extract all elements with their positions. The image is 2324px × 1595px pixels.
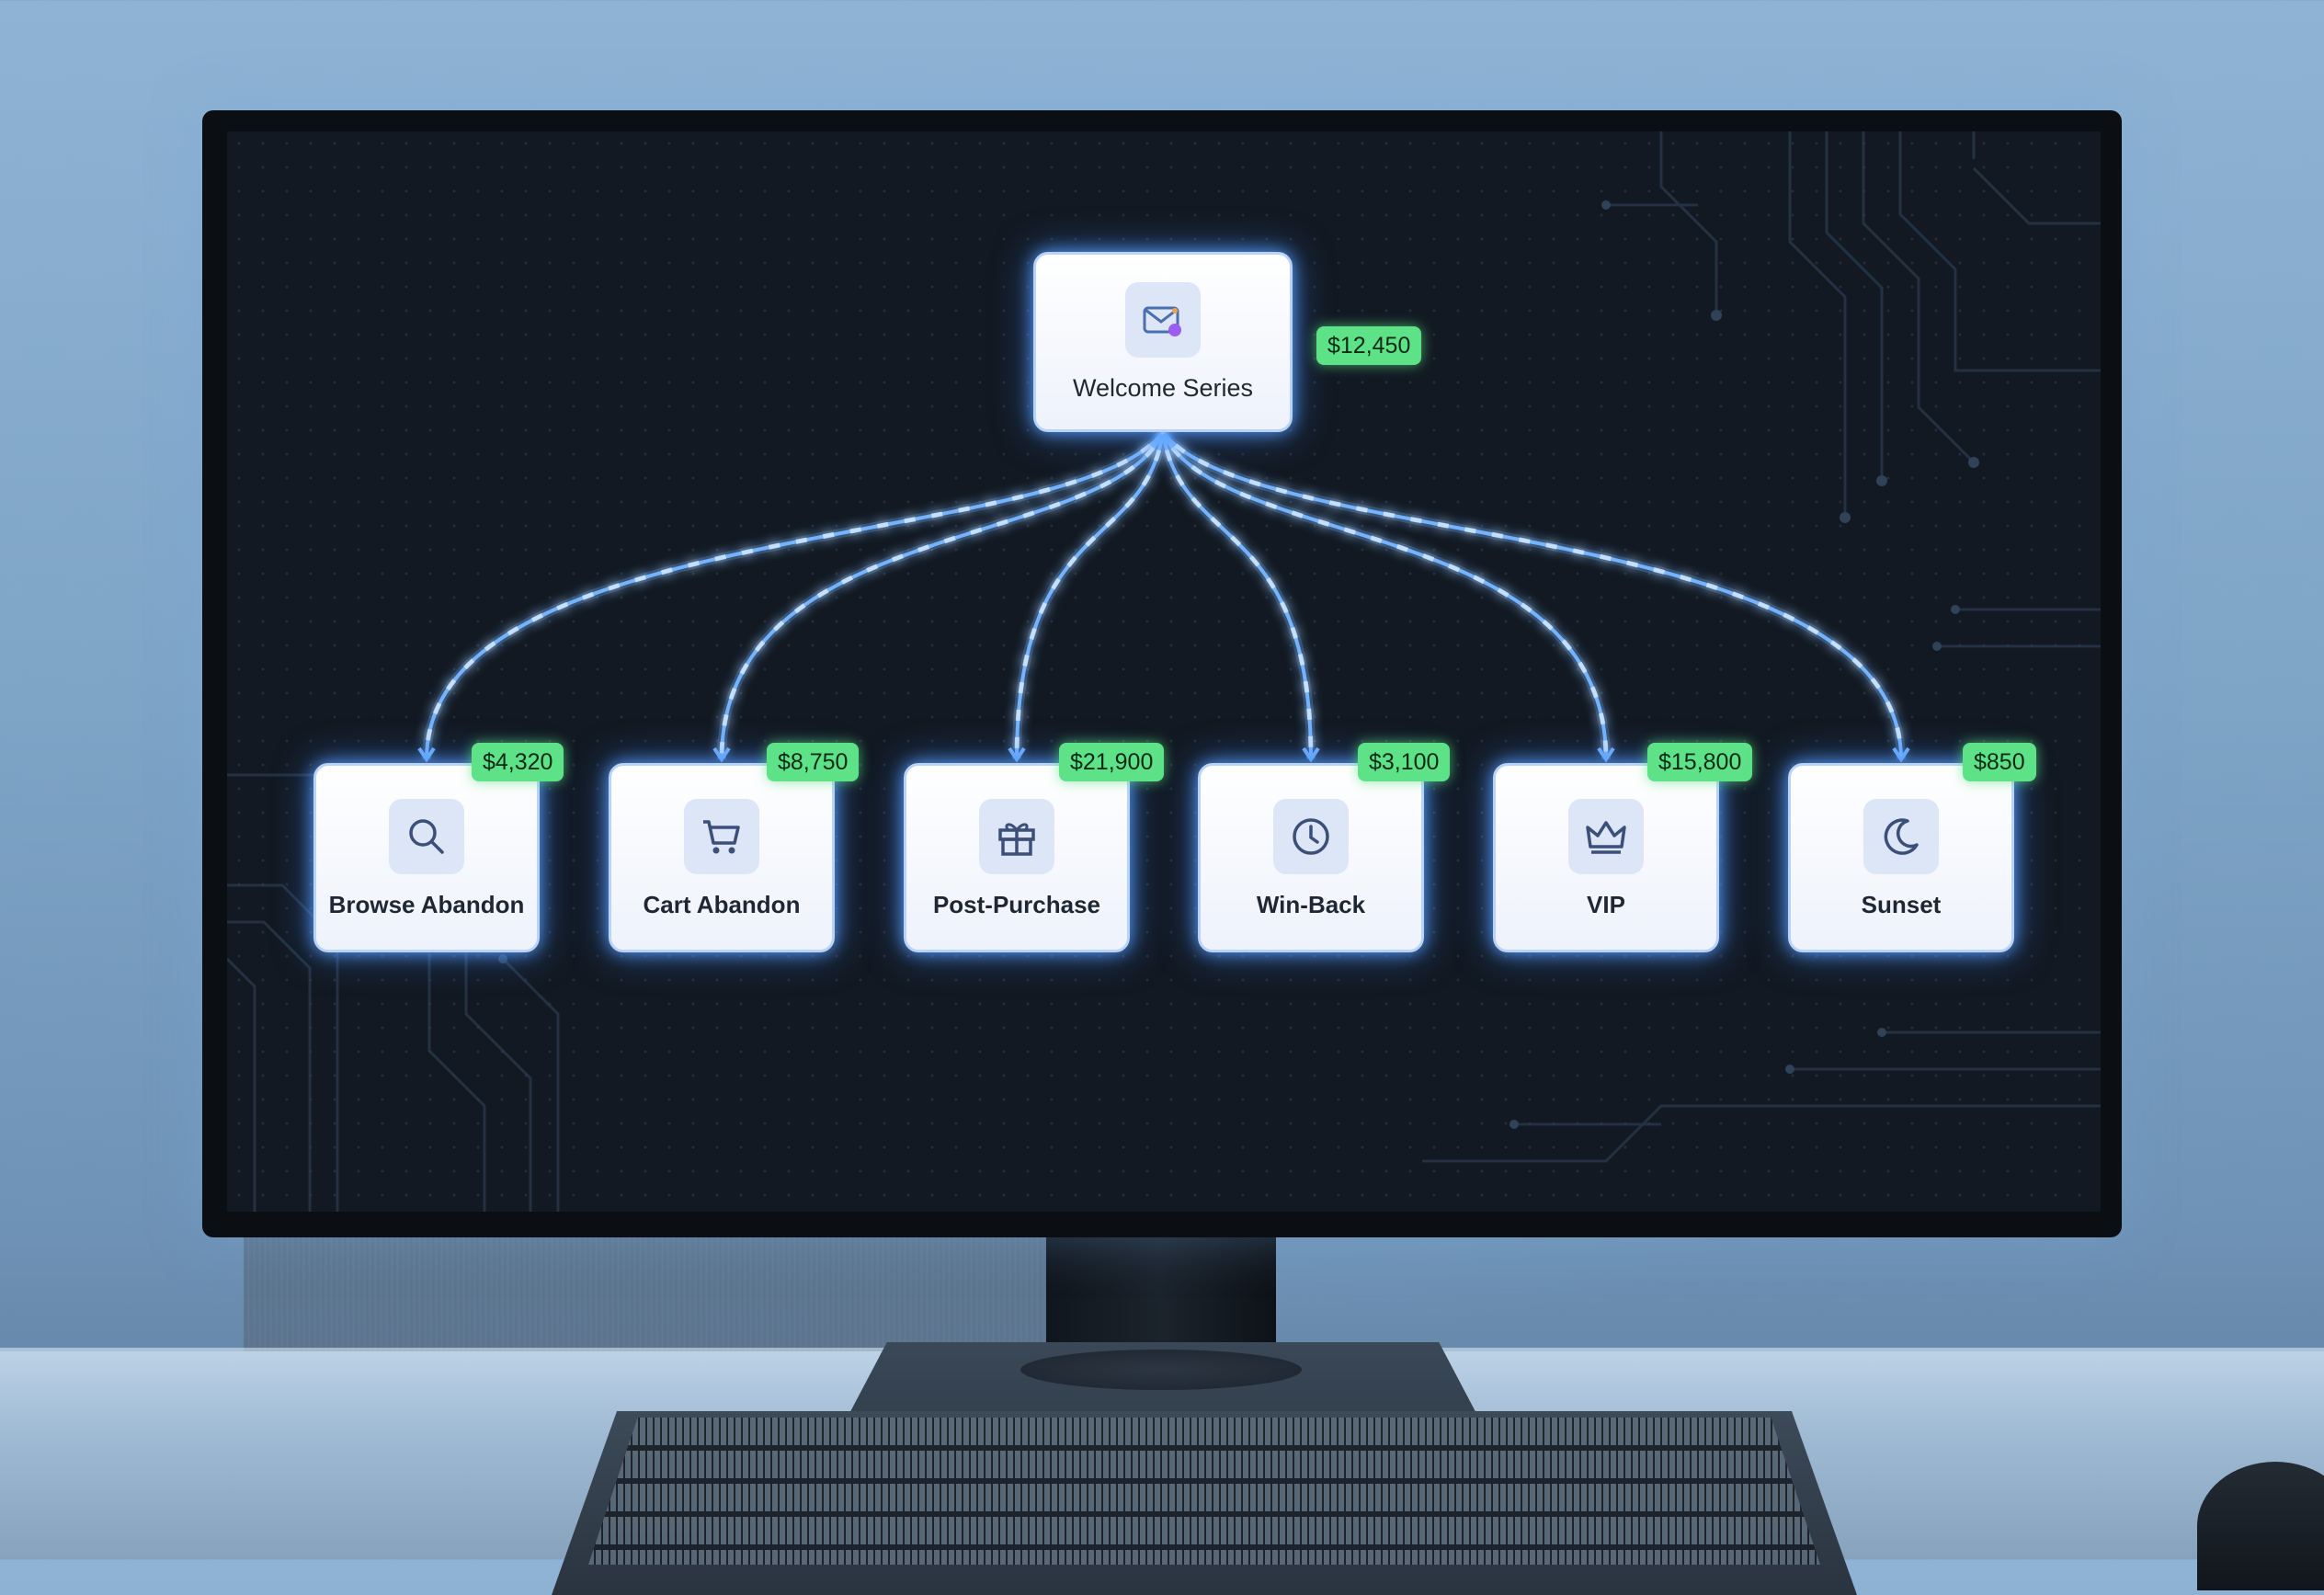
- search-icon: [389, 799, 464, 874]
- desk-divider-panel: [244, 1232, 1053, 1356]
- revenue-badge: $15,800: [1647, 743, 1753, 781]
- flow-node-browse-abandon[interactable]: Browse Abandon: [313, 763, 540, 952]
- connector-pulse: [719, 430, 1166, 760]
- flow-node-label: Cart Abandon: [643, 891, 801, 918]
- revenue-badge: $850: [1963, 743, 2036, 781]
- flow-node-welcome-series[interactable]: Welcome Series: [1033, 252, 1293, 432]
- flow-node-vip[interactable]: VIP: [1493, 763, 1719, 952]
- connector-line: [1161, 430, 1903, 760]
- flow-node-post-purchase[interactable]: Post-Purchase: [904, 763, 1130, 952]
- connector-arrowhead: [1008, 746, 1026, 763]
- flow-node-label: VIP: [1587, 891, 1625, 918]
- connector-line: [720, 431, 1165, 760]
- connector-arrowhead: [1892, 746, 1910, 763]
- connector-line: [1015, 431, 1165, 760]
- revenue-badge: $12,450: [1316, 326, 1422, 365]
- flow-node-label: Win-Back: [1256, 891, 1366, 918]
- connector-arrowhead: [1597, 746, 1615, 763]
- connector-glow: [717, 429, 1168, 760]
- connector-arrowhead: [417, 746, 436, 763]
- flow-node-sunset[interactable]: Sunset: [1788, 763, 2014, 952]
- crown-icon: [1568, 799, 1644, 874]
- connector-line: [1161, 431, 1313, 760]
- keyboard-keys: [588, 1418, 1820, 1565]
- clock-icon: [1273, 799, 1349, 874]
- flow-node-label: Sunset: [1861, 891, 1942, 918]
- revenue-badge: $21,900: [1059, 743, 1165, 781]
- flow-node-label: Welcome Series: [1072, 374, 1254, 402]
- flow-node-cart-abandon[interactable]: Cart Abandon: [609, 763, 835, 952]
- circuit-background: [227, 131, 2101, 1212]
- connector-layer: [417, 429, 1910, 763]
- mail-icon: [1125, 282, 1201, 358]
- connector-line: [425, 430, 1165, 760]
- connector-glow: [1158, 429, 1611, 760]
- flow-node-win-back[interactable]: Win-Back: [1198, 763, 1424, 952]
- connector-line: [1161, 431, 1608, 760]
- revenue-badge: $4,320: [472, 743, 564, 781]
- flow-node-label: Post-Purchase: [932, 891, 1101, 918]
- revenue-badge: $3,100: [1358, 743, 1451, 781]
- revenue-badge: $8,750: [767, 743, 860, 781]
- gift-icon: [979, 799, 1054, 874]
- moon-icon: [1863, 799, 1939, 874]
- connector-arrowhead: [712, 746, 731, 763]
- monitor-screen: Welcome Series $12,450 Browse Abandon $4…: [227, 131, 2101, 1212]
- connector-pulse: [1160, 430, 1609, 760]
- connector-arrowhead: [1302, 746, 1320, 763]
- monitor-stand-ring: [1020, 1350, 1302, 1390]
- flow-node-label: Browse Abandon: [328, 891, 525, 918]
- cart-icon: [684, 799, 759, 874]
